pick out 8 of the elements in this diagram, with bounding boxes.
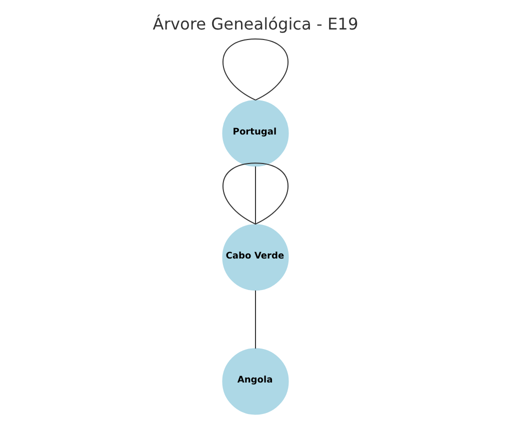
connector <box>254 166 256 225</box>
connector <box>254 290 256 349</box>
connector <box>222 162 288 225</box>
node-circle: Cabo Verde <box>222 224 288 291</box>
diagram-title: Árvore Genealógica - E19 <box>152 14 358 34</box>
node-circle: Portugal <box>222 100 288 167</box>
connector <box>222 38 288 100</box>
node-circle: Angola <box>222 348 288 415</box>
